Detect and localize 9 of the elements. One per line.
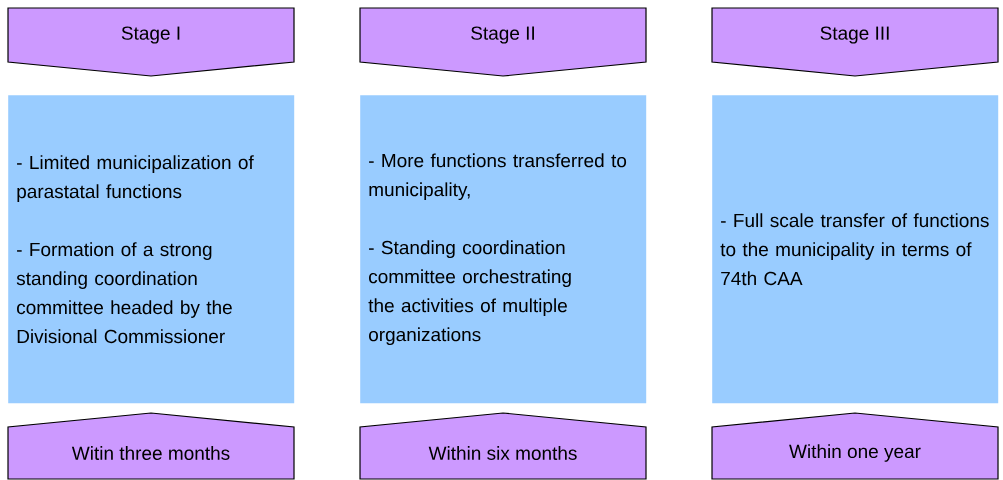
stage-banner: Stage II — [359, 7, 647, 77]
timeframe-banner: Within one year — [711, 412, 999, 480]
stage-banner: Stage I — [7, 7, 295, 77]
text-box: - More functions transferred to municipality, - Standing coordination committee orchestrating the activities of multiple organizations — [360, 95, 647, 404]
text-box: - Limited municipalization of parastatal functions - Formation of a strong standing coordination committee headed by the Divisional Commissioner — [8, 95, 295, 404]
timeframe-banner: Witin three months — [7, 412, 295, 480]
timeframe-banner: Within six months — [359, 412, 647, 480]
stage-banner: Stage III — [711, 7, 999, 77]
text-box: - Full scale transfer of functions to the municipality in terms of 74th CAA — [712, 95, 999, 404]
